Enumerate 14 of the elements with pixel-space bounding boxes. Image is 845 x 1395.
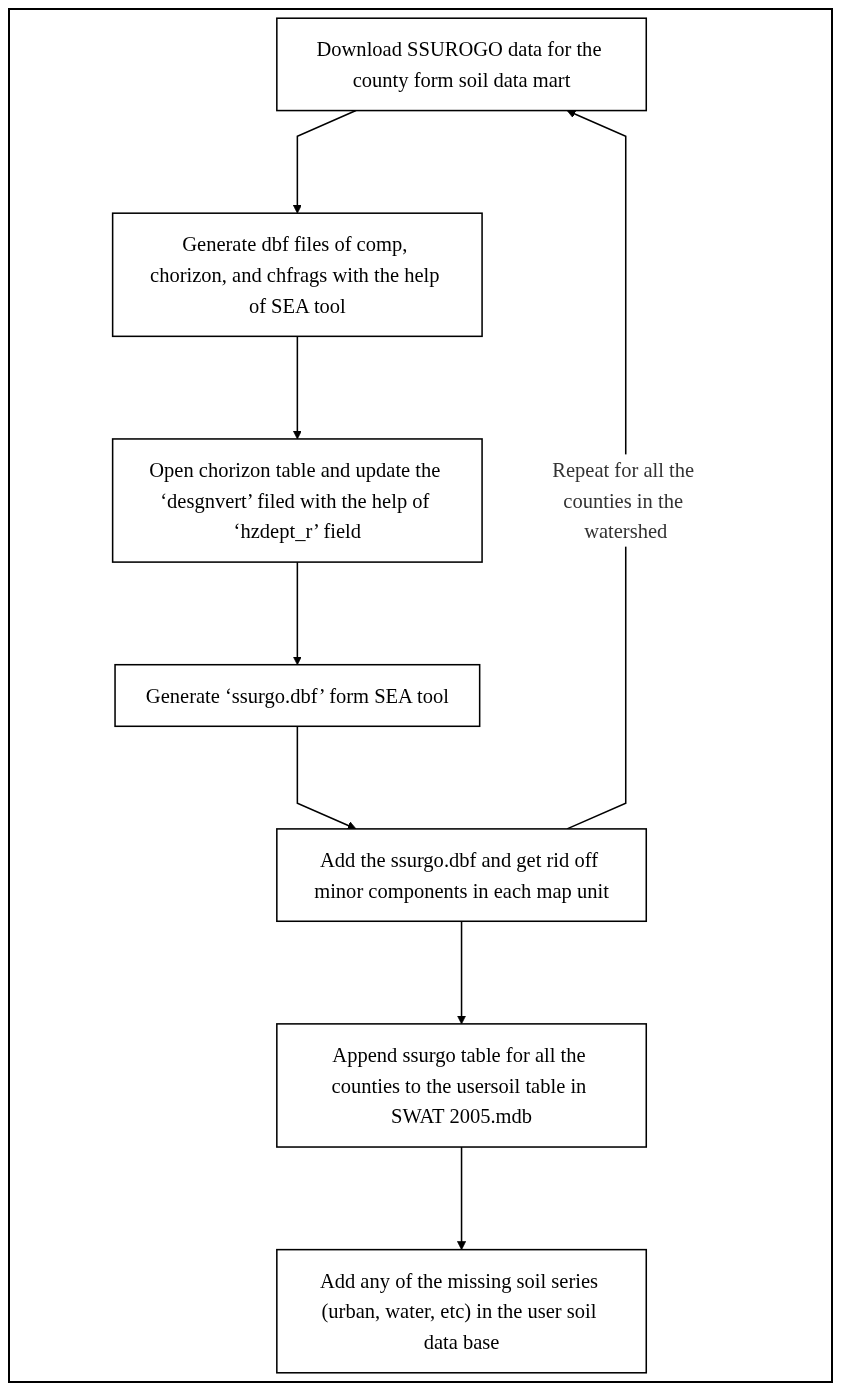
arrow xyxy=(292,335,302,440)
node-box: Generate ‘ssurgo.dbf’ form SEA tool xyxy=(114,663,481,728)
node-box: Append ssurgo table for all the counties to the usersoil table in SWAT 2005.mdb xyxy=(276,1023,648,1148)
node-box: Download SSUROGO data for the county form soil data mart xyxy=(276,17,648,112)
node-box: Add any of the missing soil series (urban, water, etc) in the user soil data base xyxy=(276,1248,648,1374)
edge-label: Repeat for all the counties in the watershed xyxy=(552,458,695,543)
arrow xyxy=(292,561,302,666)
arrow xyxy=(457,920,467,1025)
node-box: Open chorizon table and update the ‘desgnvert’ filed with the help of ‘hzdept_r’ field xyxy=(111,438,483,563)
arrow xyxy=(457,1146,467,1251)
node-box: Add the ssurgo.dbf and get rid off minor components in each map unit xyxy=(276,828,648,923)
node-box: Generate dbf files of comp, chorizon, and chfrags with the help of SEA tool xyxy=(111,212,483,338)
arrow xyxy=(292,109,357,214)
arrow xyxy=(296,725,357,830)
